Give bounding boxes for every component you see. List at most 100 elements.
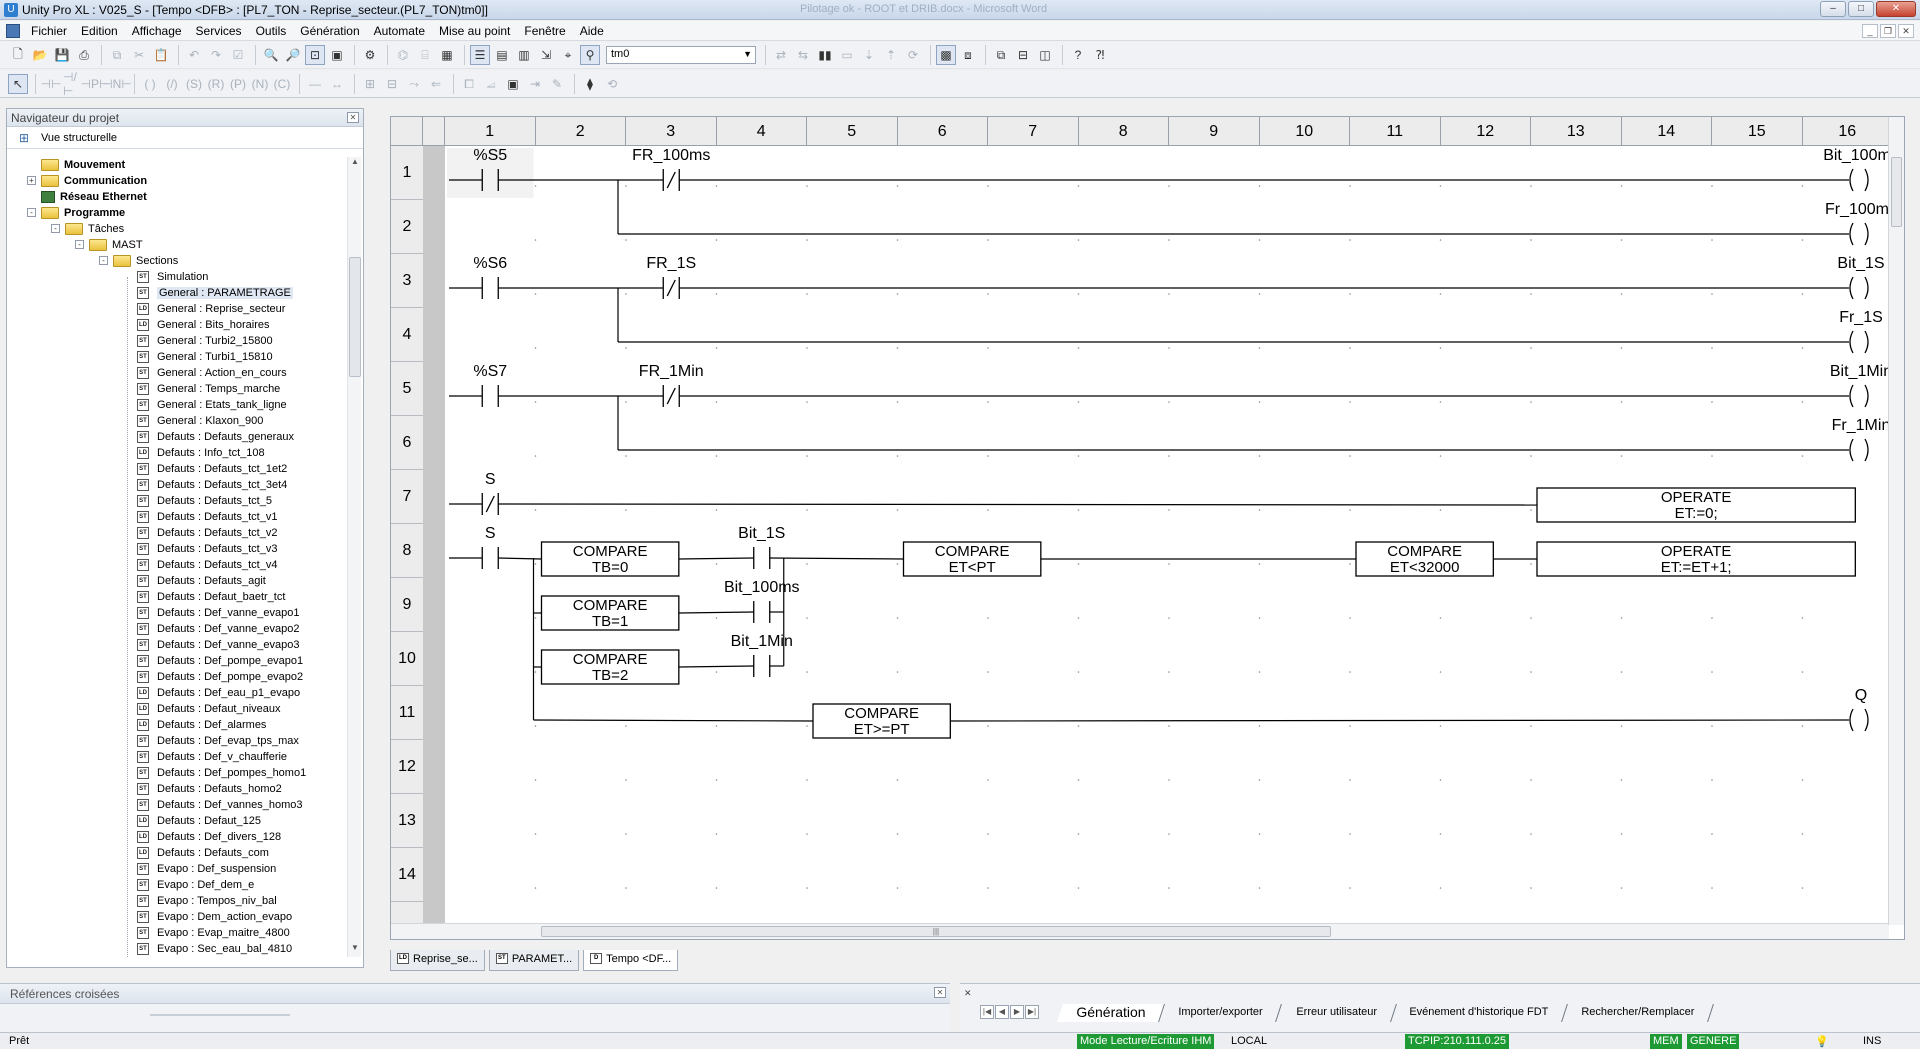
menu-edition[interactable]: Edition	[81, 23, 118, 38]
nc-contact-icon[interactable]: ⊣/⊢	[63, 70, 77, 98]
collapse-icon[interactable]: -	[75, 240, 84, 249]
return-icon[interactable]: ⇐	[430, 77, 442, 91]
tile-vertical-icon[interactable]: ◫	[1039, 48, 1051, 62]
h-line-icon[interactable]: —	[309, 77, 321, 91]
mode-icon[interactable]: ⧫	[587, 77, 593, 91]
coil[interactable]	[1849, 330, 1854, 354]
prev-tab-icon[interactable]: ◀	[995, 1005, 1009, 1019]
ladder-view-icon[interactable]: ☰	[470, 45, 490, 65]
tile-horizontal-icon[interactable]: ⊟	[1017, 48, 1029, 62]
copy-icon[interactable]: ⧉	[112, 47, 122, 62]
scroll-down-icon[interactable]: ▼	[351, 943, 359, 952]
menu-fichier[interactable]: Fichier	[31, 23, 68, 38]
zoom-out-icon[interactable]: 🔎	[285, 48, 301, 62]
menu-aide[interactable]: Aide	[579, 23, 604, 38]
coil[interactable]	[1849, 438, 1854, 462]
editor-v-scroll-thumb[interactable]	[1891, 157, 1902, 227]
print-icon[interactable]: ⎙	[79, 47, 89, 62]
connect-icon[interactable]: ⇄	[775, 48, 787, 62]
stop-icon[interactable]: ▭	[841, 48, 853, 62]
n-coil-icon[interactable]: (N)	[251, 77, 269, 91]
navigator-close-icon[interactable]: ✕	[347, 112, 359, 123]
tab-rechercher-remplacer[interactable]: Rechercher/Remplacer	[1562, 1004, 1715, 1022]
first-tab-icon[interactable]: |◀	[980, 1005, 994, 1019]
navigator-scroll-thumb[interactable]	[349, 257, 361, 377]
block[interactable]	[1536, 541, 1856, 577]
last-tab-icon[interactable]: ▶|	[1025, 1005, 1039, 1019]
save-icon[interactable]: 💾	[54, 48, 70, 62]
comment-icon[interactable]: ✎	[551, 77, 563, 91]
ffb-icon[interactable]: ⧠	[464, 76, 474, 91]
tree-item[interactable]: -Tâches	[13, 221, 351, 237]
tab-reprise-secteur[interactable]: LD Reprise_se...	[390, 950, 485, 971]
tab-parametrage[interactable]: ST PARAMET...	[488, 950, 580, 971]
build-icon[interactable]: ⌬	[397, 48, 409, 62]
document-icon[interactable]	[6, 23, 20, 38]
output-close-icon[interactable]: ✕	[964, 988, 972, 998]
block[interactable]	[902, 541, 1042, 577]
link-icon[interactable]: ⇥	[529, 77, 541, 91]
menu-generation[interactable]: Génération	[300, 23, 360, 38]
tab-historique-fdt[interactable]: Evénement d'historique FDT	[1390, 1004, 1569, 1022]
coil[interactable]	[1864, 708, 1869, 732]
run-icon[interactable]: ▮▮	[818, 48, 832, 62]
no-contact-icon[interactable]: ⊣⊢	[40, 77, 62, 91]
zoom-in-icon[interactable]: 🔍	[263, 48, 279, 62]
tree-item[interactable]: -Sections	[13, 253, 351, 269]
collapse-icon[interactable]: -	[51, 224, 60, 233]
p-coil-icon[interactable]: (P)	[230, 77, 246, 91]
tree-item[interactable]: Mouvement	[13, 157, 351, 173]
table-icon[interactable]: ▥	[518, 48, 530, 62]
animation-icon[interactable]: ▩	[936, 45, 956, 65]
compare-block-icon[interactable]: ⊞	[364, 77, 376, 91]
extra-icon[interactable]: ⟲	[606, 77, 618, 91]
tab-generation[interactable]: Génération	[1057, 1004, 1166, 1022]
disconnect-icon[interactable]: ⇆	[797, 48, 809, 62]
cascade-icon[interactable]: ⧉	[996, 47, 1006, 62]
binoculars-icon[interactable]: ⚲	[580, 45, 600, 65]
coil[interactable]	[1864, 276, 1869, 300]
structural-view-selector[interactable]: ⊞ Vue structurelle	[7, 127, 363, 149]
menu-services[interactable]: Services	[195, 23, 242, 38]
ffb-wizard-icon[interactable]: ▣	[507, 77, 519, 91]
menu-outils[interactable]: Outils	[255, 23, 287, 38]
coil[interactable]	[1849, 708, 1854, 732]
variables-icon[interactable]: ▤	[496, 48, 508, 62]
redo-icon[interactable]: ↷	[210, 48, 222, 62]
cut-icon[interactable]: ✂	[133, 48, 145, 62]
editor-h-scrollbar[interactable]: |||	[391, 923, 1889, 939]
mdi-minimize-button[interactable]: _	[1862, 24, 1878, 38]
operate-block-icon[interactable]: ⊟	[386, 77, 398, 91]
jump-icon[interactable]: ⤳	[409, 76, 419, 91]
tab-importer-exporter[interactable]: Importer/exporter	[1159, 1004, 1283, 1022]
reset-coil-icon[interactable]: (R)	[207, 77, 225, 91]
menu-automate[interactable]: Automate	[373, 23, 425, 38]
not-coil-icon[interactable]: (/)	[166, 77, 178, 91]
tab-tempo-dfb[interactable]: D Tempo <DF...	[583, 950, 679, 971]
menu-mise-au-point[interactable]: Mise au point	[439, 23, 511, 38]
coil-icon[interactable]: ( )	[144, 77, 156, 91]
editor-h-scroll-thumb[interactable]: |||	[541, 926, 1331, 937]
